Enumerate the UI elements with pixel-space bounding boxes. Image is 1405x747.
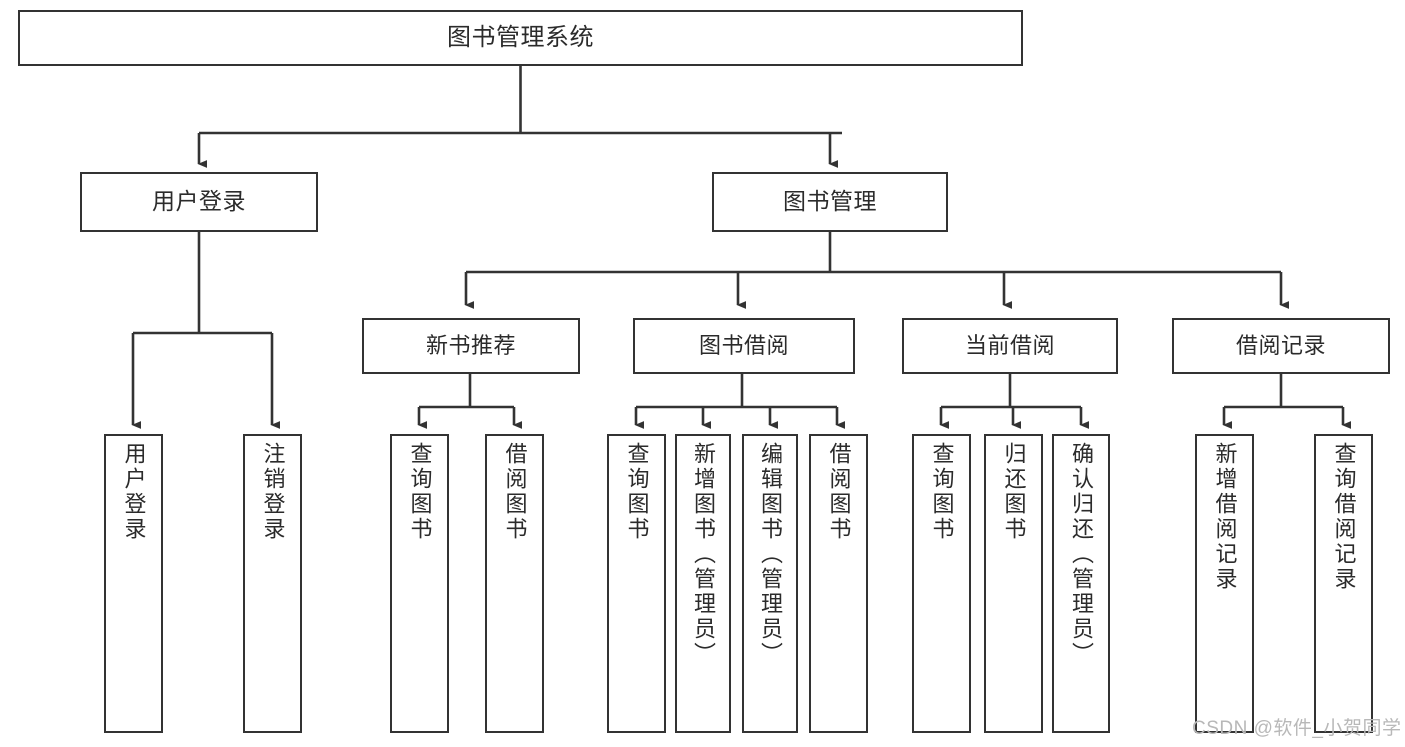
node-label: 新增借阅记录 (1212, 442, 1238, 592)
node-label: 归还图书 (1001, 442, 1027, 542)
node-label: 查询图书 (624, 442, 650, 542)
node-leaf-edit-book[interactable]: 编辑图书（管理员） (742, 434, 798, 733)
node-label: 查询图书 (407, 442, 433, 542)
node-label: 注销登录 (260, 442, 286, 542)
node-leaf-query-book-new[interactable]: 查询图书 (390, 434, 449, 733)
node-leaf-borrow-book[interactable]: 借阅图书 (809, 434, 868, 733)
node-label: 查询图书 (929, 442, 955, 542)
node-label: 新书推荐 (425, 333, 516, 359)
node-root-book-management-system[interactable]: 图书管理系统 (18, 10, 1023, 66)
node-new-book-recommend[interactable]: 新书推荐 (362, 318, 580, 374)
node-leaf-logout-login[interactable]: 注销登录 (243, 434, 302, 733)
node-label: 借阅图书 (826, 442, 852, 542)
node-leaf-confirm-return[interactable]: 确认归还（管理员） (1052, 434, 1110, 733)
node-borrow-record[interactable]: 借阅记录 (1172, 318, 1390, 374)
node-label: 新增图书（管理员） (691, 442, 716, 667)
node-label: 当前借阅 (964, 333, 1055, 359)
node-label: 图书管理系统 (447, 23, 594, 51)
node-leaf-borrow-book-new[interactable]: 借阅图书 (485, 434, 544, 733)
node-label: 用户登录 (152, 188, 246, 215)
node-leaf-query-borrow-record[interactable]: 查询借阅记录 (1314, 434, 1373, 733)
node-label: 编辑图书（管理员） (758, 442, 783, 667)
node-label: 查询借阅记录 (1331, 442, 1357, 592)
node-leaf-query-book-borrow[interactable]: 查询图书 (607, 434, 666, 733)
node-leaf-return-book[interactable]: 归还图书 (984, 434, 1043, 733)
node-user-login[interactable]: 用户登录 (80, 172, 318, 232)
node-book-borrow[interactable]: 图书借阅 (633, 318, 855, 374)
node-label: 图书管理 (783, 188, 877, 215)
node-label: 用户登录 (121, 442, 147, 542)
node-leaf-add-book[interactable]: 新增图书（管理员） (675, 434, 731, 733)
node-label: 确认归还（管理员） (1069, 442, 1094, 667)
node-leaf-add-borrow-record[interactable]: 新增借阅记录 (1195, 434, 1254, 733)
node-current-borrow[interactable]: 当前借阅 (902, 318, 1118, 374)
node-label: 图书借阅 (698, 333, 789, 359)
node-leaf-user-login[interactable]: 用户登录 (104, 434, 163, 733)
node-book-management[interactable]: 图书管理 (712, 172, 948, 232)
node-leaf-query-book-current[interactable]: 查询图书 (912, 434, 971, 733)
node-label: 借阅记录 (1235, 333, 1326, 359)
node-label: 借阅图书 (502, 442, 528, 542)
